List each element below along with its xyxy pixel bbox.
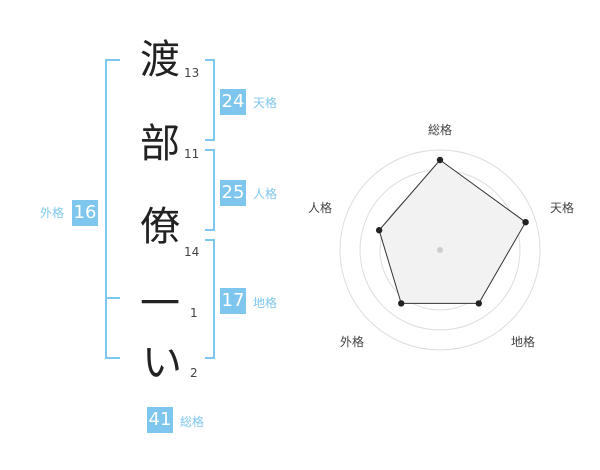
- stroke-count-5: 2: [190, 366, 198, 380]
- name-char-4: 一: [140, 281, 180, 327]
- radar-center-dot: [437, 247, 443, 253]
- radar-point-4: [398, 300, 405, 307]
- radar-point-5: [375, 227, 383, 234]
- stroke-count-1: 13: [184, 66, 200, 80]
- name-char-2: 部: [140, 121, 180, 167]
- name-char-5: い: [142, 340, 182, 386]
- sou-label: 総格: [180, 415, 205, 429]
- name-char-3: 僚: [140, 204, 180, 250]
- radar-point-3: [475, 300, 482, 307]
- radar-point-1: [436, 156, 444, 164]
- chi-badge: 17: [220, 288, 246, 314]
- ten-label: 天格: [253, 96, 278, 110]
- radar-axis-label-sou: 総格: [428, 123, 453, 137]
- radar-axis-label-ten: 天格: [550, 201, 575, 215]
- sou-badge: 41: [147, 407, 173, 433]
- radar-point-2: [522, 218, 529, 226]
- gai-label: 外格: [40, 206, 65, 220]
- radar-polygon: [378, 159, 527, 304]
- jin-label: 人格: [253, 187, 278, 201]
- radar-points: [375, 156, 529, 307]
- name-char-1: 渡: [140, 37, 180, 83]
- radar-ring-1: [339, 149, 541, 351]
- stroke-count-2: 11: [184, 147, 200, 161]
- stroke-count-3: 14: [184, 245, 200, 259]
- stroke-count-4: 1: [190, 306, 198, 320]
- jin-badge: 25: [220, 180, 246, 206]
- radar-axis-label-jin: 人格: [308, 201, 333, 215]
- radar-axis-label-gai: 外格: [340, 335, 365, 349]
- gai-badge: 16: [72, 200, 98, 226]
- chi-label: 地格: [253, 296, 278, 310]
- radar-chart: [339, 149, 541, 351]
- radar-axis-label-chi: 地格: [511, 335, 536, 349]
- ten-badge: 24: [220, 89, 246, 115]
